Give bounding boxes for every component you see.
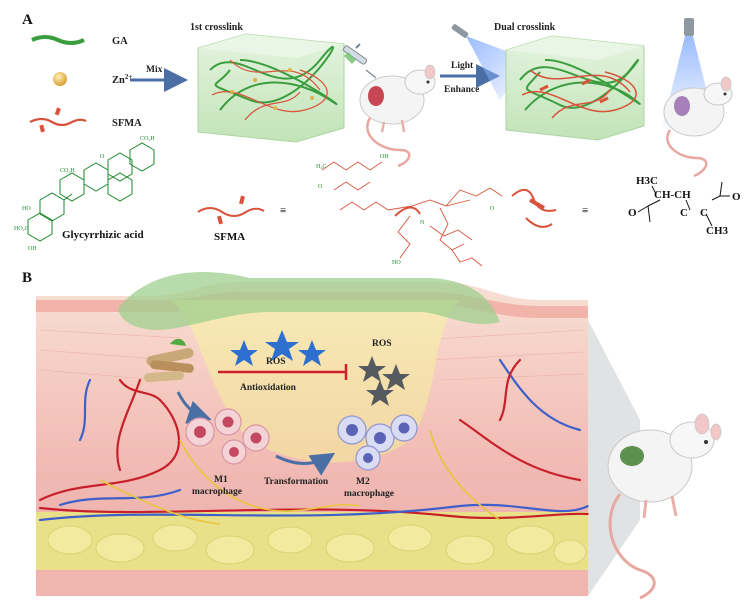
rat-icon-3: [607, 413, 722, 600]
syringe-icon: [342, 43, 377, 79]
licorice-root-icon: [144, 338, 194, 383]
c-right-label: C: [700, 207, 708, 219]
o-right-label: O: [732, 191, 741, 203]
dual-crosslink-hydrogel: Dual crosslink: [494, 22, 645, 141]
zinc-ion-icon: [53, 72, 67, 86]
legend: GA Zn2+ SFMA: [29, 35, 142, 133]
m2-label-line2: macrophage: [344, 489, 394, 499]
m1-label-line2: macrophage: [192, 487, 242, 497]
first-crosslink-title: 1st crosslink: [190, 22, 243, 33]
crosslinked-bond-structure: ≡ H3C CH-CH O O C C CH3: [511, 175, 741, 237]
herb-to-m1-arrow: [176, 391, 212, 424]
antioxidation-inhibition: Antioxidation: [218, 364, 348, 393]
o-left-label: O: [628, 207, 637, 219]
dual-crosslink-title: Dual crosslink: [494, 22, 556, 33]
m1-label-line1: M1: [214, 475, 228, 485]
equiv-sign-2: ≡: [582, 205, 588, 217]
svg-text:CO₂H: CO₂H: [140, 136, 155, 142]
svg-text:OH: OH: [380, 154, 389, 160]
svg-text:O: O: [490, 206, 495, 212]
c-left-label: C: [680, 207, 688, 219]
h3c-label: H3C: [636, 175, 658, 187]
ga-strand-icon: [31, 35, 85, 45]
chch-label: CH-CH: [654, 189, 691, 201]
rat-icon-2: [663, 76, 733, 178]
transformation-label: Transformation: [264, 477, 329, 487]
ros-gray-cluster: ROS: [358, 339, 410, 406]
legend-sfma: SFMA: [112, 118, 142, 129]
panel-a-label: A: [22, 12, 33, 28]
legend-zn: Zn2+: [112, 73, 132, 86]
ros-left-label: ROS: [266, 357, 286, 367]
ros-blue-cluster: ROS: [230, 330, 326, 367]
m2-macrophage-cluster: M2 macrophage: [337, 414, 418, 499]
svg-text:H₂C: H₂C: [316, 164, 326, 170]
mix-label: Mix: [146, 65, 163, 75]
equiv-sign-1: ≡: [280, 205, 286, 217]
svg-text:HO: HO: [392, 260, 401, 266]
glycyrrhizic-acid-structure: HO HO₂C CO₂H CO₂H O OH Glycyrrhizic acid: [14, 136, 155, 252]
svg-text:N: N: [420, 220, 425, 226]
mix-arrow: Mix: [130, 65, 188, 92]
sfma-structure: SFMA ≡ H₂C O N O OH HO: [197, 154, 503, 267]
transformation-arrow: Transformation: [264, 452, 336, 487]
enhance-label: Enhance: [444, 85, 479, 95]
ros-right-label: ROS: [372, 339, 392, 349]
light-enhance-arrow: Light Enhance: [440, 61, 500, 95]
hydrogel-dressing: [118, 271, 500, 330]
sfma-structure-label: SFMA: [214, 231, 245, 243]
m1-macrophage-cluster: M1 macrophage: [185, 408, 270, 497]
ch3-label: CH3: [706, 225, 729, 237]
svg-text:HO₂C: HO₂C: [14, 226, 29, 232]
sfma-strand-icon: [29, 117, 87, 127]
svg-text:CO₂H: CO₂H: [60, 168, 75, 174]
rat-icon-1: [359, 64, 436, 168]
svg-text:O: O: [100, 154, 105, 160]
light-label: Light: [451, 61, 474, 71]
svg-text:OH: OH: [28, 246, 37, 252]
svg-text:O: O: [318, 184, 323, 190]
first-crosslink-hydrogel: 1st crosslink: [190, 22, 345, 143]
panel-b-label: B: [22, 270, 32, 286]
legend-ga: GA: [112, 36, 128, 47]
glycyrrhizic-acid-label: Glycyrrhizic acid: [62, 229, 144, 241]
antioxidation-label: Antioxidation: [240, 383, 297, 393]
m2-label-line1: M2: [356, 477, 370, 487]
wound-tissue-illustration: Antioxidation ROS ROS M1: [36, 271, 590, 596]
svg-text:HO: HO: [22, 206, 31, 212]
light-source-icon: [451, 24, 530, 100]
